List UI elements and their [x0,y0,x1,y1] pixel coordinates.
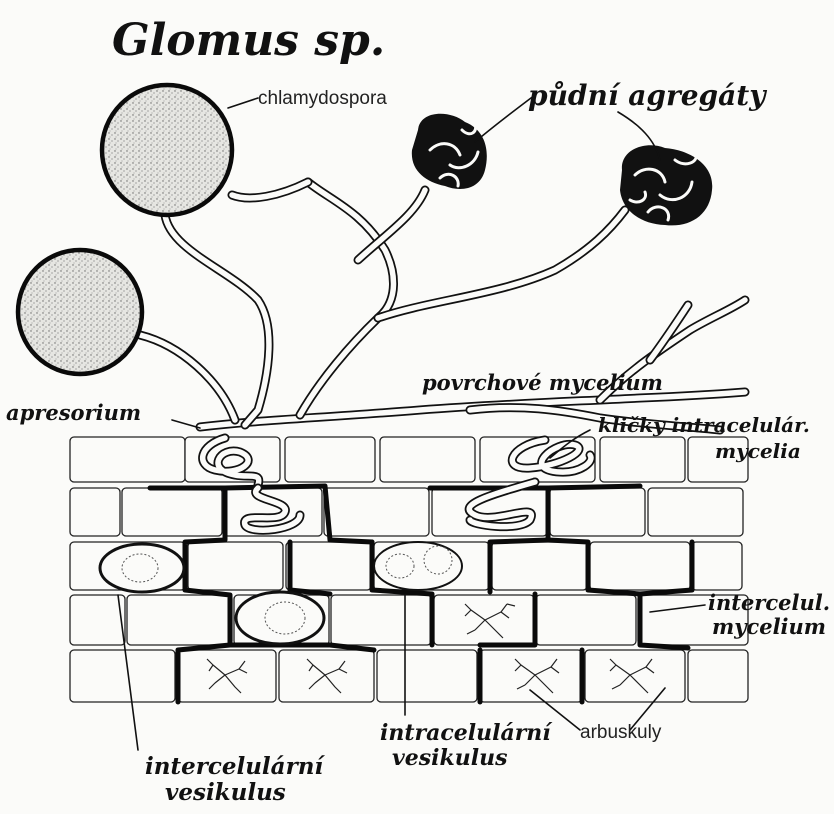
label-surface-mycelium: povrchové mycelium [422,370,663,395]
label-apresorium: apresorium [6,400,141,425]
label-soil-aggregates: půdní agregáty [528,79,767,112]
label-intracellular-vesicle-2: vesikulus [392,745,508,771]
label-intercellular-vesicle-2: vesikulus [165,779,286,806]
intracellular-vesicle [374,542,462,590]
diagram-title: Glomus sp. [112,15,385,66]
soil-aggregate-1 [412,114,487,189]
label-intracellular-coils-2: mycelia [715,439,801,463]
label-intracellular-coils-1: kličky intracelulár. [598,413,810,437]
label-intercellular-mycelium-2: mycelium [712,614,826,639]
label-chlamydospora: chlamydospora [258,88,387,109]
soil-aggregate-2 [620,145,712,225]
label-arbuscules: arbuskuly [580,722,662,743]
intercellular-vesicle-2 [236,592,324,644]
label-intercellular-mycelium-1: intercelul. [708,590,830,615]
intercellular-vesicle [100,544,184,592]
chlamydospore-2 [18,250,142,374]
label-intercellular-vesicle-1: intercelulární [145,753,325,780]
label-intracellular-vesicle-1: intracelulární [380,720,553,746]
chlamydospore-1 [102,85,232,215]
